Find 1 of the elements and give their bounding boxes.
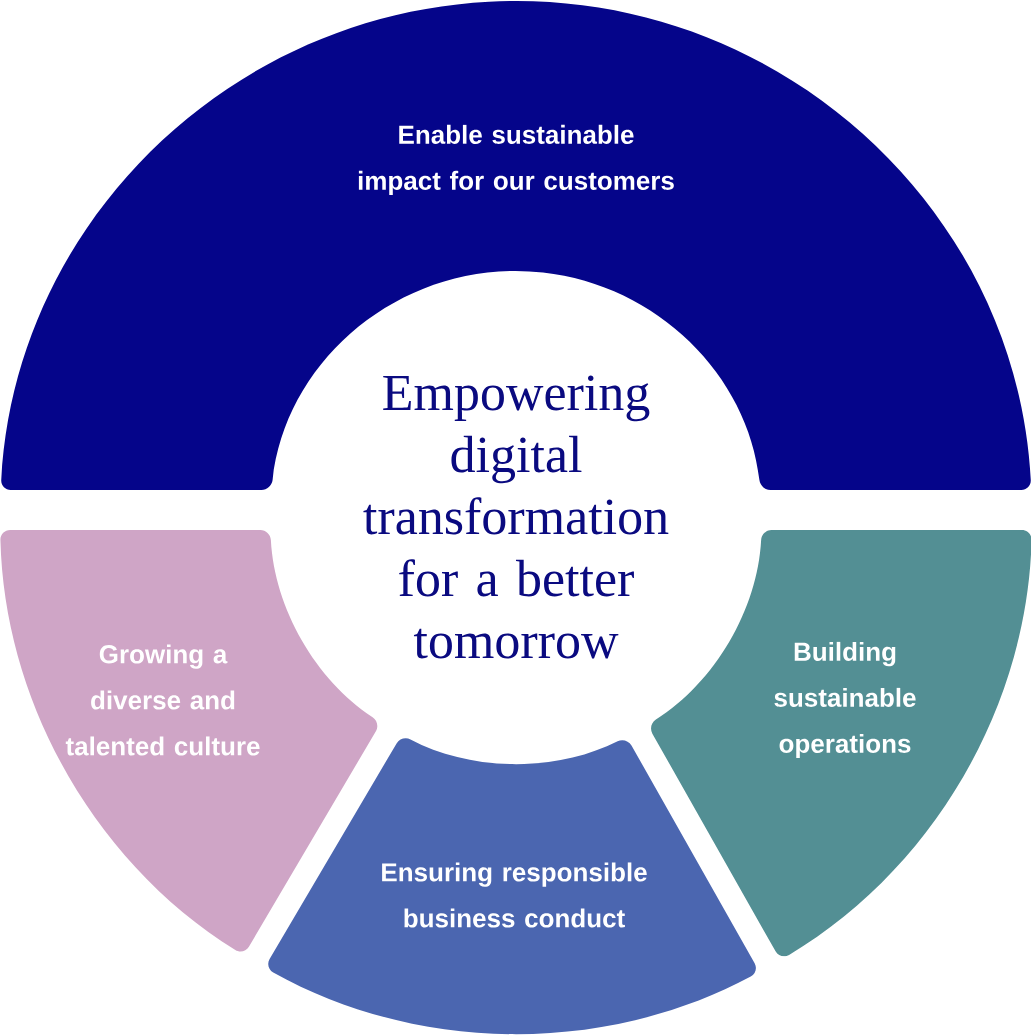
ring-segment: Ensuring responsible business conduct — [268, 738, 756, 1035]
